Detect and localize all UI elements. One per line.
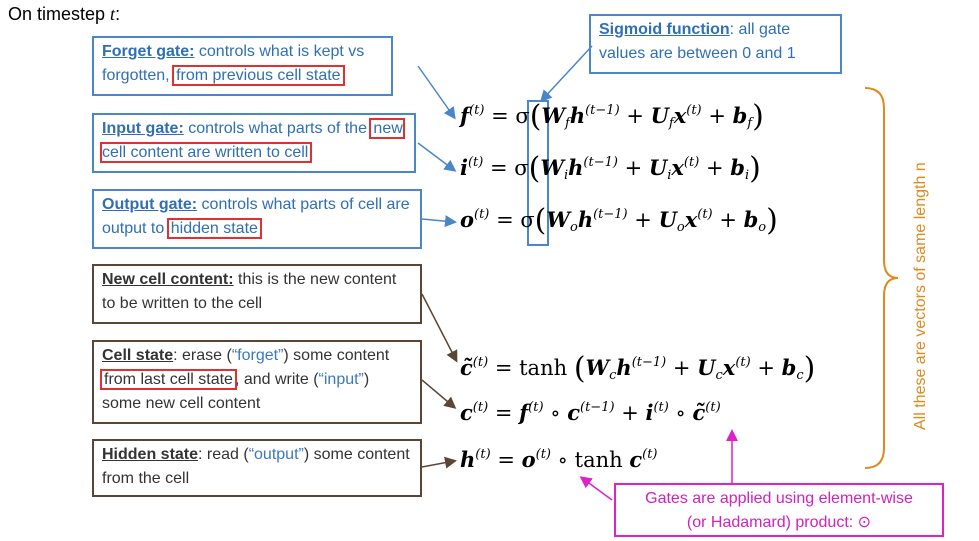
sigmoid-function-box: Sigmoid function: all gate values are be… xyxy=(589,14,842,74)
page-title: On timestep t: xyxy=(8,4,121,24)
hadamard-note-box: Gates are applied using element-wise (or… xyxy=(614,483,944,537)
hidden-state-box: Hidden state: read (“output”) some conte… xyxy=(92,439,422,497)
new-cell-arrow xyxy=(421,293,458,363)
forget-gate-highlight: from previous cell state xyxy=(172,65,345,86)
output-gate-box: Output gate: controls what parts of cell… xyxy=(92,189,422,249)
cell-state-heading: Cell state xyxy=(102,347,174,364)
cell-state-equation: c(t) = f(t) ∘ c(t−1) + i(t) ∘ c̃(t) xyxy=(460,400,721,425)
hidden-state-equation: h(t) = o(t) ∘ tanh c(t) xyxy=(460,447,658,472)
new-cell-heading: New cell content: xyxy=(102,271,234,288)
cell-state-box: Cell state: erase (“forget”) some conten… xyxy=(92,340,422,424)
sigma-highlight-box xyxy=(527,100,549,246)
output-gate-equation: o(t) = σ(Woh(t−1) + Uox(t) + bo) xyxy=(460,203,778,238)
cell-state-highlight: from last cell state xyxy=(100,369,237,390)
output-gate-highlight: hidden state xyxy=(166,218,262,239)
new-cell-content-box: New cell content: this is the new conten… xyxy=(92,264,422,324)
forget-gate-box: Forget gate: controls what is kept vs fo… xyxy=(92,36,393,96)
input-gate-equation: i(t) = σ(Wih(t−1) + Uix(t) + bi) xyxy=(460,151,761,186)
hidden-state-arrow xyxy=(421,456,457,469)
input-gate-box: Input gate: controls what parts of the n… xyxy=(92,113,416,173)
hidden-state-heading: Hidden state xyxy=(102,446,199,463)
input-gate-heading: Input gate: xyxy=(102,120,184,137)
forget-gate-equation: f(t) = σ(Wfh(t−1) + Ufx(t) + bf) xyxy=(460,99,764,134)
output-gate-heading: Output gate: xyxy=(102,196,198,213)
forget-arrow xyxy=(417,65,456,120)
cell-state-arrow xyxy=(421,379,457,409)
sigmoid-heading: Sigmoid function xyxy=(599,21,730,38)
input-arrow xyxy=(417,142,457,172)
output-arrow xyxy=(421,215,457,228)
hadamard-arrow-1 xyxy=(579,476,613,501)
orange-brace xyxy=(864,87,899,469)
input-gate-highlight: new cell content are written to cell xyxy=(100,118,405,163)
new-cell-equation: c̃(t) = tanh (Wch(t−1) + Ucx(t) + bc) xyxy=(460,351,816,386)
forget-gate-heading: Forget gate: xyxy=(102,43,195,60)
sigmoid-arrow xyxy=(539,45,593,103)
